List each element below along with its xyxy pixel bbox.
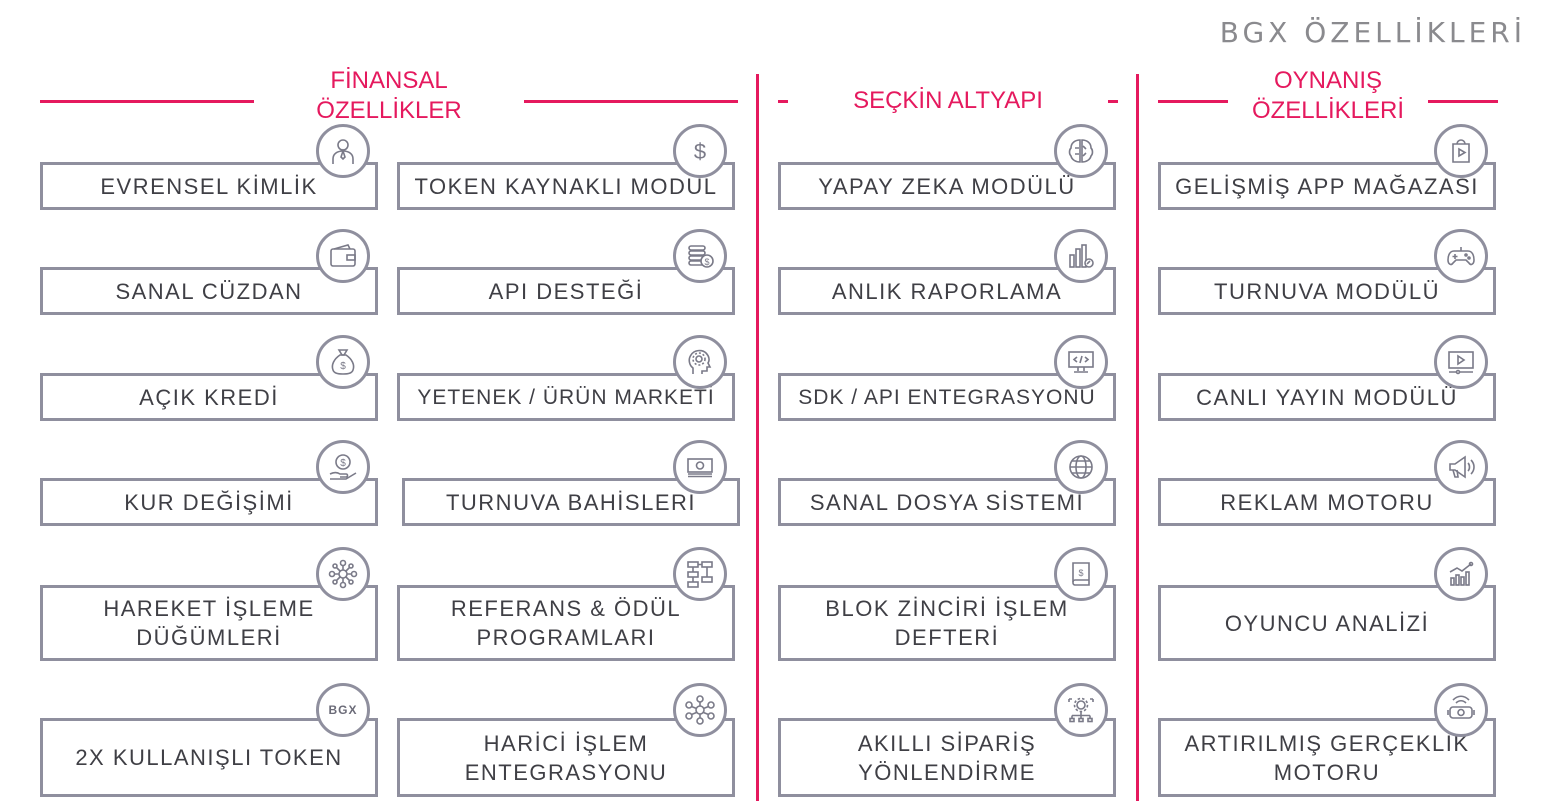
svg-text:$: $ [1078,568,1083,578]
banknote-icon [673,440,727,494]
hub-network-icon [673,683,727,737]
feature-card-live-stream: CANLI YAYIN MODÜLÜ [1158,373,1496,421]
feature-label: HAREKET İŞLEME DÜĞÜMLERİ [103,596,315,650]
shopping-bag-icon [1434,124,1488,178]
feature-card-open-credit: AÇIK KREDİ [40,373,378,421]
hand-coin-icon: $ [316,440,370,494]
globe-icon [1054,440,1108,494]
svg-text:$: $ [694,139,706,164]
feature-label: BLOK ZİNCİRİ İŞLEM DEFTERİ [825,596,1069,650]
feature-label: ANLIK RAPORLAMA [831,278,1063,304]
feature-card-smart-order-routing: AKILLI SİPARİŞ YÖNLENDİRME [778,718,1116,797]
feature-label: ARTIRILMIŞ GERÇEKLİK MOTORU [1184,730,1470,785]
feature-label: TOKEN KAYNAKLI MODUL [414,173,718,199]
financial-header-line-right [524,100,738,103]
feature-card-virtual-wallet: SANAL CÜZDAN [40,267,378,315]
feature-card-transaction-nodes: HAREKET İŞLEME DÜĞÜMLERİ [40,585,378,661]
code-monitor-icon [1054,335,1108,389]
infra-section-title: SEÇKİN ALTYAPI [853,87,1043,114]
feature-card-external-integration: HARİCİ İŞLEM ENTEGRASYONU [397,718,735,797]
feature-card-dual-token: 2X KULLANIŞLI TOKEN [40,718,378,797]
column-divider-1 [756,74,759,801]
svg-text:$: $ [340,361,346,372]
wallet-icon [316,229,370,283]
brain-icon [1054,124,1108,178]
feature-label: CANLI YAYIN MODÜLÜ [1196,384,1458,410]
feature-card-token-module: TOKEN KAYNAKLI MODUL [397,162,735,210]
gamepad-icon [1434,229,1488,283]
feature-card-ai-module: YAPAY ZEKA MODÜLÜ [778,162,1116,210]
feature-label: SANAL CÜZDAN [115,278,303,304]
feature-label: 2X KULLANIŞLI TOKEN [75,745,343,770]
gameplay-header-line-right [1428,100,1498,103]
network-nodes-icon [316,547,370,601]
feature-card-currency-exchange: KUR DEĞİŞİMİ [40,478,378,526]
feature-label: TURNUVA MODÜLÜ [1214,278,1440,304]
feature-card-player-analytics: OYUNCU ANALİZİ [1158,585,1496,661]
feature-card-app-store: GELİŞMİŞ APP MAĞAZASI [1158,162,1496,210]
feature-label: TURNUVA BAHİSLERİ [445,489,697,515]
financial-header-line-left [40,100,254,103]
feature-label: KUR DEĞİŞİMİ [124,489,294,515]
gear-network-icon [1054,683,1108,737]
feature-card-api-support: API DESTEĞİ [397,267,735,315]
feature-card-virtual-file-system: SANAL DOSYA SİSTEMİ [778,478,1116,526]
feature-label: REFERANS & ÖDÜL PROGRAMLARI [450,596,682,650]
head-gear-icon [673,335,727,389]
person-id-icon [316,124,370,178]
feature-card-universal-identity: EVRENSEL KİMLİK [40,162,378,210]
feature-label: SDK / API ENTEGRASYONU [798,385,1096,409]
feature-card-skill-market: YETENEK / ÜRÜN MARKETİ [397,373,735,421]
bar-chart-icon [1054,229,1108,283]
bgx-logo-text: BGX [328,703,358,717]
gameplay-section-title: OYNANIŞ ÖZELLİKLERİ [1251,67,1405,124]
bgx-logo-icon: BGX [316,683,370,737]
dollar-coin-icon: $ [673,124,727,178]
trend-chart-icon [1434,547,1488,601]
column-divider-2 [1136,74,1139,801]
feature-label: API DESTEĞİ [488,278,644,304]
feature-card-ad-engine: REKLAM MOTORU [1158,478,1496,526]
feature-card-ar-engine: ARTIRILMIŞ GERÇEKLİK MOTORU [1158,718,1496,797]
feature-label: SANAL DOSYA SİSTEMİ [809,489,1085,515]
feature-label: AKILLI SİPARİŞ YÖNLENDİRME [857,730,1037,785]
feature-card-instant-reporting: ANLIK RAPORLAMA [778,267,1116,315]
page-title: BGX ÖZELLİKLERİ [1219,16,1526,49]
feature-label: YETENEK / ÜRÜN MARKETİ [417,385,715,409]
video-player-icon [1434,335,1488,389]
feature-card-blockchain-ledger: BLOK ZİNCİRİ İŞLEM DEFTERİ [778,585,1116,661]
feature-label: HARİCİ İŞLEM ENTEGRASYONU [464,730,668,785]
svg-text:$: $ [340,458,346,469]
megaphone-icon [1434,440,1488,494]
ledger-book-icon: $ [1054,547,1108,601]
feature-label: GELİŞMİŞ APP MAĞAZASI [1175,173,1479,199]
feature-card-referral-rewards: REFERANS & ÖDÜL PROGRAMLARI [397,585,735,661]
feature-label: REKLAM MOTORU [1220,489,1434,515]
gameplay-header-line-left [1158,100,1228,103]
svg-text:$: $ [704,257,709,267]
feature-card-sdk-api: SDK / API ENTEGRASYONU [778,373,1116,421]
infra-header-dash-right [1108,100,1118,103]
coin-stack-icon: $ [673,229,727,283]
feature-label: YAPAY ZEKA MODÜLÜ [818,173,1076,199]
feature-label: EVRENSEL KİMLİK [100,173,318,199]
money-bag-icon: $ [316,335,370,389]
infra-header-dash-left [778,100,788,103]
feature-label: OYUNCU ANALİZİ [1224,610,1430,636]
financial-section-title: FİNANSAL ÖZELLİKLER [316,67,462,124]
flowchart-icon [673,547,727,601]
feature-label: AÇIK KREDİ [139,384,279,410]
vr-headset-icon [1434,683,1488,737]
feature-card-tournament-module: TURNUVA MODÜLÜ [1158,267,1496,315]
